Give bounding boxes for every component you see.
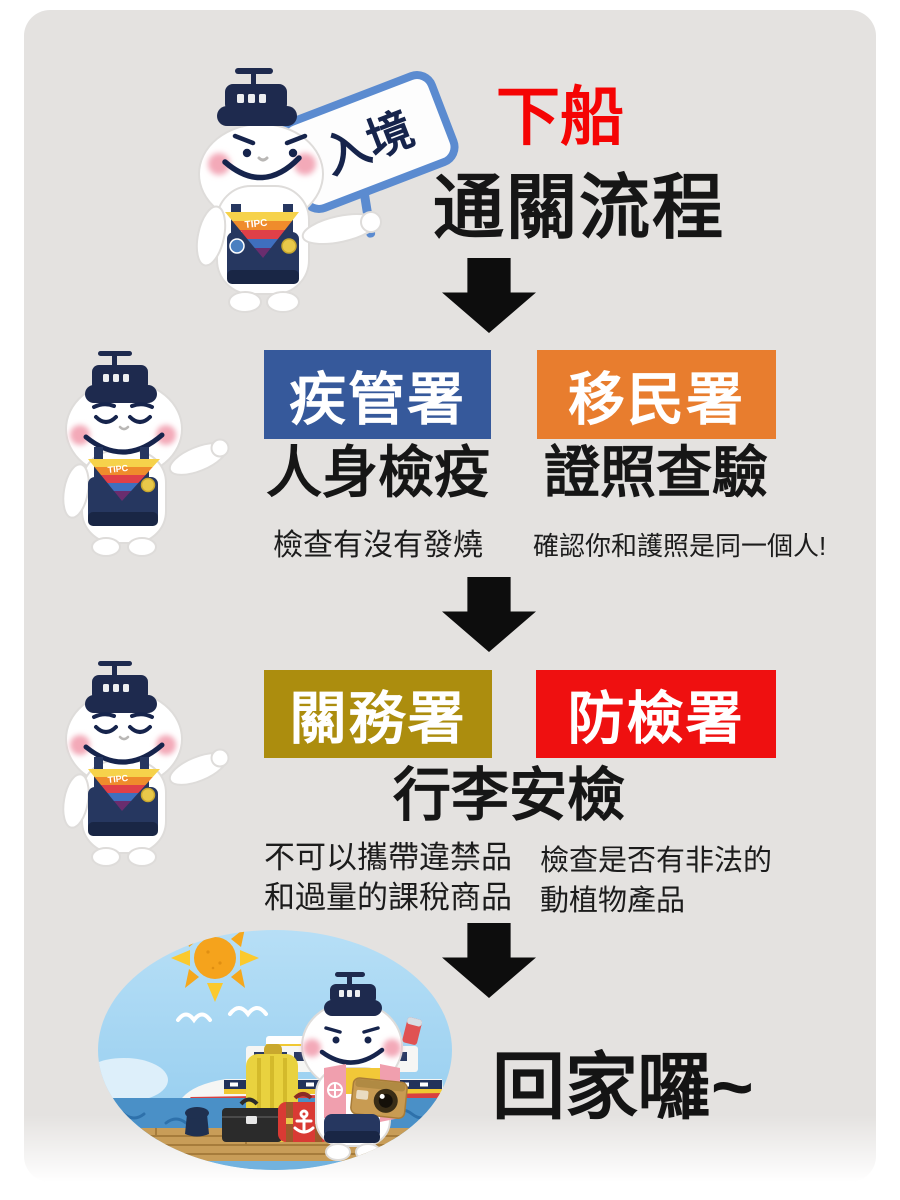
bandana-badge-text: TIPC: [244, 218, 268, 231]
step2-left-caption-line1: 不可以攜帶違禁品: [264, 840, 512, 875]
step1-left-title: 人身檢疫: [266, 441, 490, 504]
agency-badge-customs: 關務署: [264, 670, 492, 758]
camera-icon: [350, 1077, 408, 1119]
agency-badge-cdc: 疾管署: [264, 350, 491, 439]
anchor-icon: [293, 1109, 315, 1134]
step2-right-caption-line1: 檢查是否有非法的: [540, 845, 773, 877]
mascot-bowing: [60, 661, 235, 876]
title-disembark: 下船: [496, 81, 624, 153]
step2-right-caption: 檢查是否有非法的 動植物產品: [540, 841, 772, 921]
step1-right-title: 證照查驗: [544, 441, 768, 504]
step2-left-caption: 不可以攜帶違禁品 和過量的課稅商品: [264, 838, 512, 918]
sun-icon: [171, 930, 259, 1002]
ship-wheel-icon: [327, 1082, 343, 1098]
agency-badge-quarantine: 防檢署: [536, 670, 776, 758]
briefcase-icon: [222, 1097, 282, 1142]
step1-left-caption: 檢查有沒有發燒: [273, 529, 483, 562]
agency-badge-immigration: 移民署: [537, 350, 776, 439]
seagulls-icon: [176, 1006, 268, 1024]
mascot-captain-with-entry-sign: 入境: [195, 68, 459, 313]
title-customs-process: 通關流程: [432, 169, 725, 248]
mascot-bowing: [60, 351, 235, 566]
step2-right-caption-line2: 動植物產品: [540, 885, 686, 917]
mascot-tourist-icon: [301, 972, 408, 1161]
captain-hat-icon: [217, 68, 297, 126]
step2-left-caption-line2: 和過量的課稅商品: [264, 880, 512, 915]
rainbow-bandana-icon: [225, 212, 299, 258]
bollard-icon: [185, 1107, 209, 1137]
step1-right-caption: 確認你和護照是同一個人!: [533, 531, 827, 561]
step2-title: 行李安檢: [392, 763, 625, 828]
harbor-scene-illustration: [98, 930, 452, 1170]
footer-going-home-text: 回家囉~: [492, 1047, 754, 1128]
